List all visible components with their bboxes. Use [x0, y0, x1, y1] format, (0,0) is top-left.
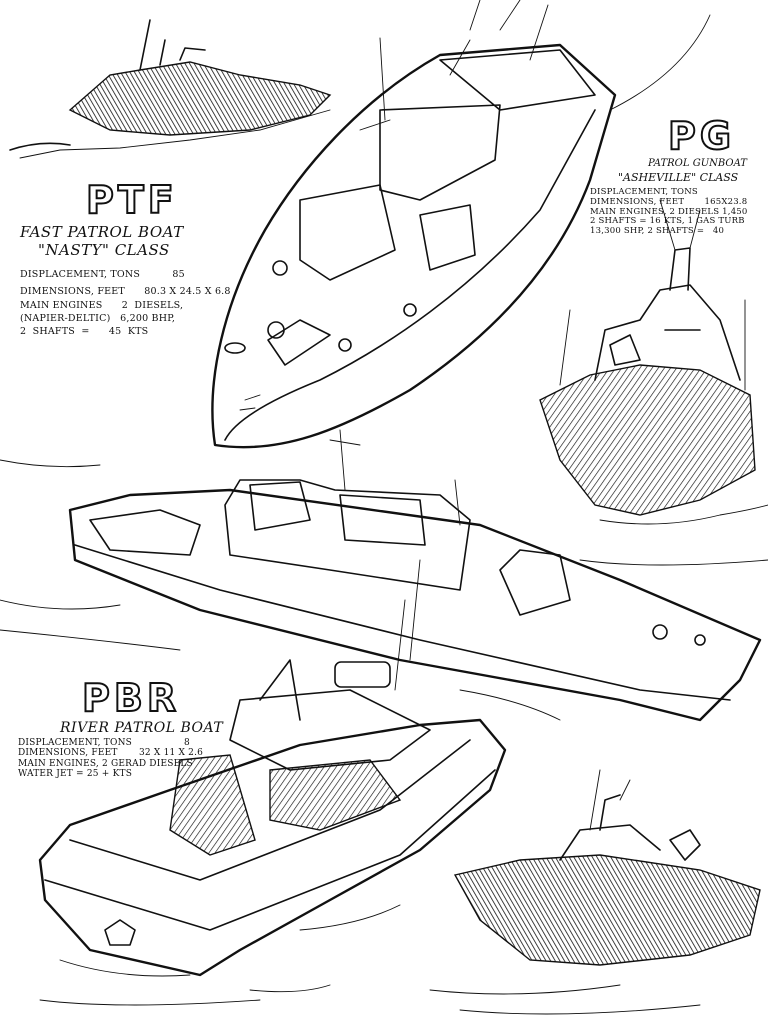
pbr-subtitle: RIVER PATROL BOAT: [60, 720, 224, 736]
small-boat-bottom-right: [429, 769, 761, 1015]
ptf-spec-line: (NAPIER-DELTIC) 6,200 BHP,: [20, 312, 176, 324]
pg-specs: DISPLACEMENT, TONS DIMENSIONS, FEET 165X…: [590, 188, 768, 237]
pg-spec-line: MAIN ENGINES, 2 DIESELS 1,450: [590, 206, 748, 217]
ptf-specs: DISPLACEMENT, TONS 85 DIMENSIONS, FEET 8…: [20, 269, 231, 338]
ptf-boat-drawing: [211, 0, 711, 449]
ptf-subtitle-1: FAST PATROL BOAT: [20, 223, 184, 241]
center-ship-drawing: [0, 429, 768, 722]
pg-boat-drawing: [539, 199, 768, 525]
pbr-title: PBR: [81, 675, 181, 721]
small-boat-top-left: [9, 19, 332, 159]
pg-subtitle-2: "ASHEVILLE" CLASS: [618, 171, 739, 184]
pg-title: PG: [667, 113, 736, 159]
ptf-spec-line: 2 SHAFTS = 45 KTS: [20, 325, 149, 337]
pbr-spec-line: DIMENSIONS, FEET 32 X 11 X 2.6: [18, 748, 204, 759]
ptf-title: PTF: [85, 177, 178, 223]
pg-spec-line: 2 SHAFTS = 16 KTS, 1 GAS TURB: [590, 216, 745, 227]
pbr-spec-line: WATER JET = 25 + KTS: [18, 769, 133, 780]
ptf-spec-line: DISPLACEMENT, TONS 85: [20, 269, 185, 280]
pg-subtitle-1: PATROL GUNBOAT: [648, 158, 747, 169]
pg-spec-line: 13,300 SHP, 2 SHAFTS = 40: [590, 226, 725, 237]
ptf-spec-line: MAIN ENGINES 2 DIESELS,: [20, 299, 184, 311]
pbr-boat-drawing: [38, 559, 507, 1006]
ptf-subtitle-2: "NASTY" CLASS: [38, 241, 170, 259]
pbr-spec-line: MAIN ENGINES, 2 GERAD DIESELS: [18, 758, 193, 769]
pbr-specs: DISPLACEMENT, TONS 8 DIMENSIONS, FEET 32…: [18, 738, 203, 779]
pg-spec-line: DISPLACEMENT, TONS: [590, 188, 698, 197]
pbr-spec-line: DISPLACEMENT, TONS 8: [18, 738, 190, 748]
ptf-spec-line: DIMENSIONS, FEET 80.3 X 24.5 X 6.8: [20, 285, 231, 297]
pg-spec-line: DIMENSIONS, FEET 165X23.8: [590, 196, 748, 207]
